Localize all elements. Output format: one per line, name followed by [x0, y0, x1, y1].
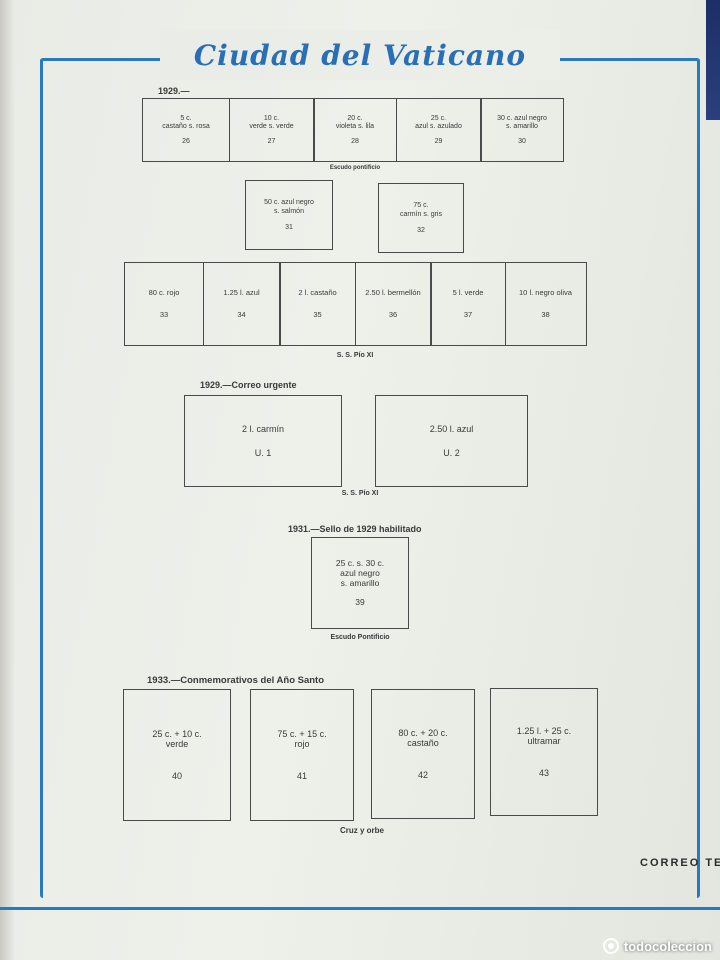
page-edge	[0, 0, 14, 960]
stamp-slot: 2.50 l. azul U. 2	[375, 395, 528, 487]
stamp-slot: 75 c. carmín s. gris 32	[378, 183, 464, 253]
stamp-slot: 10 l. negro oliva 38	[504, 262, 587, 346]
watermark-logo-icon	[602, 938, 619, 954]
stamp-slot: 2.50 l. bermellón 36	[354, 262, 432, 346]
stamp-row-1: 5 c. castaño s. rosa 26 10 c. verde s. v…	[142, 98, 564, 162]
section-1929-label: 1929.—	[158, 86, 190, 96]
section-urgente-label: 1929.—Correo urgente	[200, 380, 297, 390]
1931-caption: Escudo Pontificio	[330, 634, 390, 641]
corner-label: CORREO TER	[640, 857, 720, 869]
stamp-row-3: 80 c. rojo 33 1.25 l. azul 34 2 l. casta…	[124, 262, 587, 346]
stamp-slot: 5 l. verde 37	[430, 262, 506, 346]
album-binder	[706, 0, 720, 120]
stamp-slot: 1.25 l. azul 34	[202, 262, 281, 346]
stamp-slot: 75 c. + 15 c. rojo 41	[250, 689, 354, 821]
stamp-slot: 25 c. azul s. azulado 29	[395, 98, 482, 162]
row-3-caption: S. S. Pío XI	[336, 352, 374, 359]
stamp-slot: 50 c. azul negro s. salmón 31	[245, 180, 333, 250]
section-1933-label: 1933.—Conmemorativos del Año Santo	[147, 675, 325, 686]
stamp-slot: 2 l. carmín U. 1	[184, 395, 342, 487]
stamp-slot: 25 c. s. 30 c. azul negro s. amarillo 39	[311, 537, 409, 629]
stamp-slot: 80 c. rojo 33	[124, 262, 204, 346]
urgente-caption: S. S. Pío XI	[341, 490, 379, 497]
stamp-slot: 1.25 l. + 25 c. ultramar 43	[490, 688, 598, 816]
stamp-slot: 20 c. violeta s. lila 28	[313, 98, 397, 162]
stamp-slot: 10 c. verde s. verde 27	[228, 98, 315, 162]
frame-right-line	[697, 300, 700, 700]
row-1-caption: Escudo pontificio	[329, 165, 381, 171]
title-area: Ciudad del Vaticano	[160, 30, 560, 80]
watermark-text: todocoleccion	[623, 938, 712, 954]
1933-caption: Cruz y orbe	[339, 826, 385, 835]
page-title: Ciudad del Vaticano	[193, 38, 527, 72]
stamp-slot: 25 c. + 10 c. verde 40	[123, 689, 231, 821]
section-1931-label: 1931.—Sello de 1929 habilitado	[288, 524, 422, 534]
stamp-slot: 2 l. castaño 35	[279, 262, 356, 346]
frame-bottom-line	[0, 907, 720, 910]
stamp-slot: 30 c. azul negro s. amarillo 30	[480, 98, 564, 162]
watermark: todocoleccion	[602, 938, 712, 954]
stamp-slot: 80 c. + 20 c. castaño 42	[371, 689, 475, 819]
stamp-slot: 5 c. castaño s. rosa 26	[142, 98, 230, 162]
